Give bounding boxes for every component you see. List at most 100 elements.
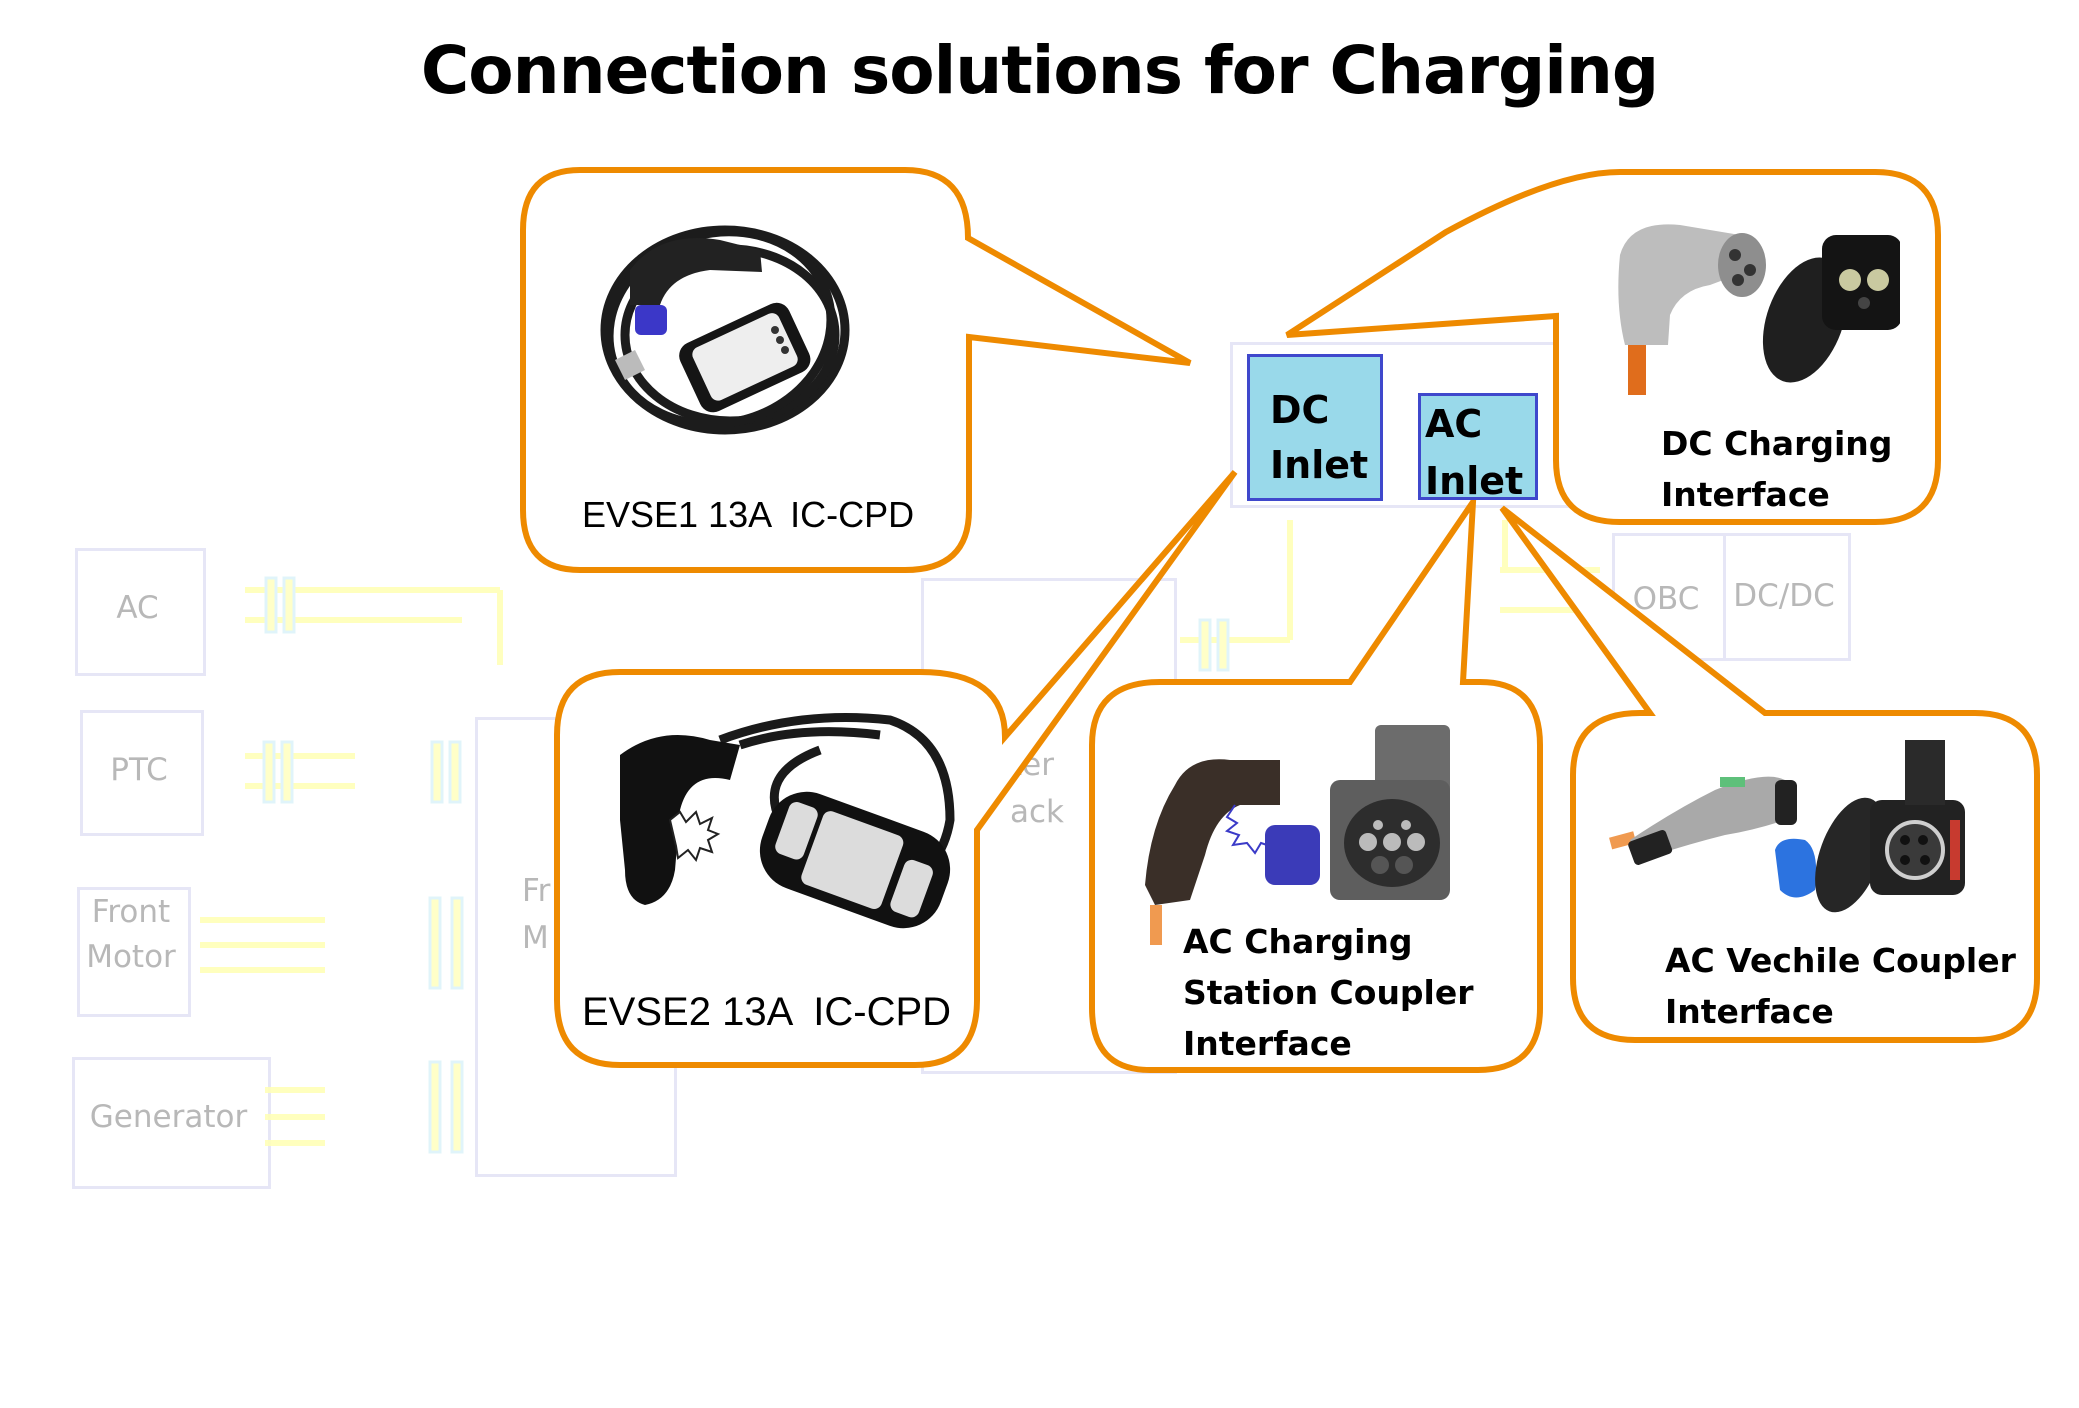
- evse1-led: [771, 326, 779, 334]
- dc-charging-product-image: [1618, 224, 1900, 395]
- ac-vehicle-plug-nose: [1775, 780, 1797, 825]
- ac-vehicle-inlet-lid: [1815, 797, 1885, 913]
- bg-label-dcdc: DC/DC: [1733, 578, 1835, 614]
- ac-vehicle-product-image: [1609, 740, 1965, 913]
- ac-station-plug-cable: [1150, 905, 1162, 945]
- ac-station-plug-handle: [1145, 759, 1280, 905]
- bg-connector: [430, 740, 444, 804]
- ac-station-label: AC Charging Station Coupler Interface: [1183, 916, 1474, 1069]
- bg-block-generator: [72, 1057, 271, 1189]
- ac-station-cap: [1265, 825, 1320, 885]
- bg-label-front-motor: Front Motor: [77, 890, 185, 980]
- bg-label-ptc: PTC: [110, 752, 168, 788]
- dc-socket-pin: [1867, 269, 1889, 291]
- evse2-product-image: [620, 713, 955, 929]
- evse2-button-left: [775, 802, 818, 860]
- bg-connector: [262, 740, 276, 804]
- ac-vehicle-plug-cable: [1609, 831, 1637, 850]
- callout-ac-vehicle-shape: [1499, 505, 2040, 1043]
- ac-station-pin: [1401, 820, 1411, 830]
- bg-block-ac: [75, 548, 206, 676]
- bg-label-front-motor-controller: Fr M: [522, 868, 550, 961]
- ac-station-label-3: Interface: [1183, 1024, 1352, 1064]
- bg-connector: [264, 576, 278, 634]
- dc-charging-label-2: Interface: [1661, 475, 1830, 515]
- bg-label-ac: AC: [116, 590, 159, 626]
- dc-plug-cable: [1628, 345, 1646, 395]
- evse1-product-image: [600, 225, 850, 435]
- ac-inlet-label-2: Inlet: [1425, 459, 1524, 503]
- dc-plug-pin: [1744, 264, 1756, 276]
- ac-vehicle-inlet-pin: [1900, 835, 1910, 845]
- ac-inlet-label-1: AC: [1425, 402, 1483, 446]
- ac-station-pin: [1383, 833, 1401, 851]
- dc-plug-pin: [1729, 249, 1741, 261]
- bg-label-fr: Fr: [522, 873, 551, 909]
- evse1-led: [776, 336, 784, 344]
- bg-connector: [280, 740, 294, 804]
- page-title: Connection solutions for Charging: [420, 32, 1659, 109]
- ac-station-socket-lid: [1375, 725, 1450, 795]
- evse1-mains-plug: [615, 350, 645, 380]
- ac-vehicle-cap: [1775, 838, 1817, 898]
- ac-station-pin: [1395, 856, 1413, 874]
- ac-vehicle-label-2: Interface: [1665, 992, 1834, 1032]
- bg-label-ack: ack: [1010, 793, 1064, 830]
- ac-vehicle-plug-handle: [1630, 776, 1785, 860]
- ac-vehicle-plug-grip: [1628, 830, 1673, 865]
- evse2-plug-handle: [620, 735, 740, 905]
- bg-connector: [1198, 618, 1212, 672]
- bg-connector: [282, 576, 296, 634]
- callout-ac-station-shape: [1089, 491, 1543, 1073]
- bg-label-motor: Motor: [86, 938, 176, 975]
- bg-label-m: M: [522, 919, 549, 956]
- dc-inlet-label-1: DC: [1270, 388, 1330, 432]
- dc-plug-handle: [1618, 224, 1750, 345]
- ac-station-pin: [1359, 833, 1377, 851]
- callout-evse2-shape: [554, 470, 1238, 1068]
- evse2-cable: [738, 727, 881, 750]
- bg-connector: [450, 1060, 464, 1154]
- evse1-cap: [635, 305, 667, 335]
- dc-charging-label: DC Charging Interface: [1661, 418, 1892, 520]
- bg-block-dcdc: [1723, 533, 1851, 661]
- evse1-cable: [604, 227, 836, 429]
- ac-station-product-image: [1145, 725, 1450, 945]
- evse1-label: EVSE1 13A IC-CPD: [582, 494, 915, 535]
- bg-connector: [428, 1060, 442, 1154]
- ac-vehicle-inlet-latch: [1950, 820, 1960, 880]
- bg-label-obc: OBC: [1632, 581, 1700, 617]
- dc-plug-pin: [1732, 274, 1744, 286]
- ac-vehicle-plug-button: [1720, 777, 1745, 787]
- dc-socket-body: [1822, 235, 1900, 330]
- bg-connector: [448, 740, 462, 804]
- ac-inlet: AC Inlet: [1418, 393, 1538, 503]
- dc-plug-face: [1718, 233, 1766, 297]
- bg-block-front-motor: [77, 887, 191, 1017]
- dc-inlet-label-2: Inlet: [1270, 443, 1369, 488]
- evse2-control-panel: [801, 811, 904, 910]
- ac-vehicle-inlet-pin: [1900, 855, 1910, 865]
- bg-block-ptc: [80, 710, 204, 836]
- evse2-button-right: [890, 859, 933, 918]
- evse2-label: EVSE2 13A IC-CPD: [582, 990, 952, 1034]
- ac-station-tether: [1224, 804, 1274, 855]
- ac-station-label-2: Station Coupler: [1183, 973, 1474, 1013]
- evse1-led: [781, 346, 789, 354]
- dc-inlet: DC Inlet: [1247, 354, 1383, 501]
- ac-station-pin: [1371, 856, 1389, 874]
- ac-vehicle-inlet-pin: [1918, 835, 1928, 845]
- ac-vehicle-label-1: AC Vechile Coupler: [1665, 941, 2016, 980]
- dc-socket-pin: [1839, 269, 1861, 291]
- bg-connector: [428, 896, 442, 990]
- ac-vehicle-label: AC Vechile Coupler Interface: [1665, 935, 2016, 1037]
- ac-station-label-1: AC Charging: [1183, 922, 1413, 961]
- evse2-zigzag-tether: [668, 810, 721, 863]
- callout-dc-charging-shape: [1285, 169, 1941, 525]
- bg-label-front: Front: [91, 894, 171, 930]
- ac-station-pin: [1407, 833, 1425, 851]
- bg-connector: [1216, 618, 1230, 672]
- ac-vehicle-inlet-bracket: [1905, 740, 1945, 805]
